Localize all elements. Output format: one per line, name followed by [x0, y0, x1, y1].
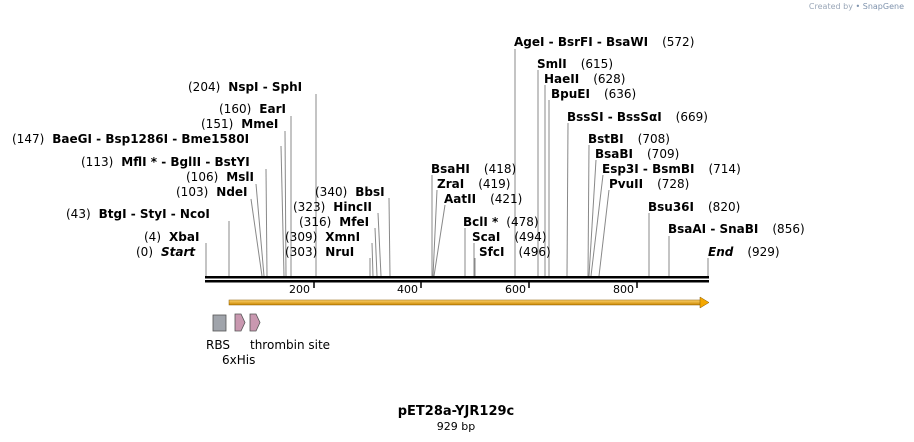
- leader-line: [265, 168, 268, 277]
- site-label: BclI *(478): [463, 215, 539, 229]
- site-label: BsaBI(709): [595, 147, 679, 161]
- thrombin-site-feature: [249, 313, 261, 332]
- site-label: BsaAI - SnaBI(856): [668, 222, 805, 236]
- ruler-label: 400: [397, 283, 418, 296]
- site-label: (147)BaeGI - Bsp1286I - Bme1580I: [12, 132, 249, 146]
- site-label: BpuEI(636): [551, 87, 636, 101]
- leader-line: [280, 145, 285, 277]
- leader-line: [588, 159, 597, 277]
- rbs-feature: [212, 314, 227, 332]
- site-label: (303)NruI: [285, 245, 354, 259]
- site-label: (103)NdeI: [176, 185, 248, 199]
- site-label: Esp3I - BsmBI(714): [602, 162, 741, 176]
- ruler-label: 800: [613, 283, 634, 296]
- site-label: SfcI(496): [479, 245, 551, 259]
- site-label: (160)EarI: [219, 102, 286, 116]
- site-label: (43)BtgI - StyI - NcoI: [66, 207, 210, 221]
- plasmid-length: 929 bp: [437, 420, 475, 433]
- site-label: (340)BbsI: [315, 185, 385, 199]
- leader-line: [250, 198, 263, 277]
- site-label: (309)XmnI: [285, 230, 360, 244]
- site-label: (323)HincII: [293, 200, 372, 214]
- site-label: (316)MfeI: [299, 215, 369, 229]
- orf-arrow: [228, 296, 710, 309]
- site-labels: (4)XbaI (43)BtgI - StyI - NcoI (103)NdeI…: [12, 35, 805, 259]
- site-label: (4)XbaI: [144, 230, 199, 244]
- end-label: End(929): [708, 245, 780, 259]
- site-label: (204)NspI - SphI: [188, 80, 302, 94]
- site-label: AgeI - BsrFI - BsaWI(572): [514, 35, 694, 49]
- ruler-label: 200: [289, 283, 310, 296]
- site-label: ScaI(494): [472, 230, 547, 244]
- snapgene-logo: •: [855, 2, 861, 11]
- site-label: HaeII(628): [544, 72, 626, 86]
- feature-label-thrombin-site: thrombin site: [250, 338, 330, 352]
- plasmid-title: pET28a-YJR129c: [398, 404, 515, 419]
- site-label: Bsu36I(820): [648, 200, 740, 214]
- site-label: (151)MmeI: [201, 117, 278, 131]
- leader-lines: [205, 49, 709, 277]
- leader-line: [374, 227, 378, 277]
- leader-line: [432, 189, 438, 277]
- leader-line: [284, 130, 287, 277]
- site-label: SmlI(615): [537, 57, 613, 71]
- dna-backbone: [205, 276, 709, 283]
- site-label: BstBI(708): [588, 132, 670, 146]
- ruler-label: 600: [505, 283, 526, 296]
- feature-label-rbs: RBS: [206, 338, 230, 352]
- site-label: AatII(421): [444, 192, 522, 206]
- site-label: (113)MflI * - BglII - BstYI: [81, 155, 250, 169]
- credit-prefix: Created by: [808, 2, 853, 11]
- site-label: PvuII(728): [609, 177, 689, 191]
- start-label: (0)Start: [136, 245, 196, 259]
- feature-label-6xhis: 6xHis: [222, 353, 255, 367]
- leader-line: [433, 204, 446, 277]
- leader-line: [377, 212, 382, 277]
- leader-line: [255, 183, 265, 277]
- features: RBS 6xHis thrombin site: [206, 313, 330, 367]
- credit-brand: SnapGene: [862, 2, 904, 11]
- leader-line: [566, 122, 569, 277]
- his-tag-feature: [234, 313, 246, 332]
- leader-line: [590, 174, 604, 277]
- leader-line: [598, 189, 610, 277]
- leader-line: [388, 197, 391, 277]
- site-label: BssSI - BssSαI(669): [567, 110, 708, 124]
- leader-line: [371, 242, 374, 277]
- snapgene-credit: Created by • SnapGene: [809, 2, 904, 11]
- leader-line: [587, 144, 590, 277]
- site-label: (106)MslI: [186, 170, 254, 184]
- site-label: BsaHI(418): [431, 162, 516, 176]
- site-label: ZraI(419): [437, 177, 510, 191]
- ruler: 200 400 600 800: [289, 282, 638, 296]
